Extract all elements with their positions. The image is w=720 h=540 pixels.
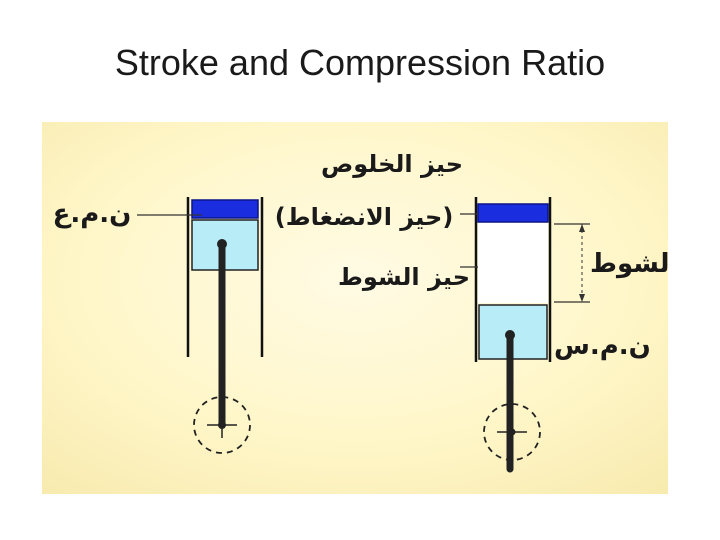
cylinder-head-left bbox=[191, 199, 259, 219]
wrist-pin-left bbox=[217, 239, 227, 249]
wrist-pin-right bbox=[505, 330, 515, 340]
label-clearance-volume: حيز الخلوص bbox=[321, 150, 463, 178]
stroke-arrow-up bbox=[579, 224, 585, 232]
slide-title: Stroke and Compression Ratio bbox=[114, 42, 606, 83]
crank-circle-left bbox=[193, 396, 251, 454]
cylinder-head-right bbox=[477, 203, 549, 223]
stroke-arrow-down bbox=[579, 294, 585, 302]
label-compression-volume: (حيز الانضغاط) bbox=[275, 203, 454, 231]
label-bdc: ن.م.س bbox=[554, 331, 651, 361]
crank-center-left bbox=[218, 421, 226, 429]
label-stroke: الشوط bbox=[590, 249, 668, 279]
diagram-background bbox=[42, 122, 668, 494]
crank-circle-right bbox=[483, 403, 541, 461]
label-stroke-volume: حيز الشوط bbox=[338, 263, 470, 291]
engine-right bbox=[460, 197, 590, 473]
engine-diagram-svg: حيز الخلوص (حيز الانضغاط) حيز الشوط ن.م.… bbox=[42, 122, 668, 494]
crank-center-right bbox=[508, 428, 516, 436]
label-tdc: ن.م.ع bbox=[53, 199, 132, 229]
cylinder-space-right bbox=[478, 223, 548, 303]
engine-diagram: حيز الخلوص (حيز الانضغاط) حيز الشوط ن.م.… bbox=[42, 122, 668, 494]
engine-left bbox=[137, 197, 264, 454]
